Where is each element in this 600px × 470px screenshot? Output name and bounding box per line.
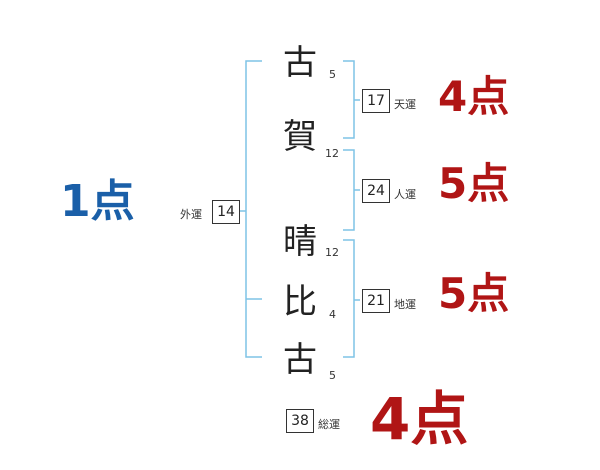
- chiun-value-box: 21: [362, 289, 390, 313]
- souun-label: 総運: [318, 418, 340, 431]
- stroke-count-3: 12: [325, 246, 339, 259]
- tenun-score: 4点: [438, 72, 510, 121]
- tenun-value-box: 17: [362, 89, 390, 113]
- name-char-3: 晴: [283, 222, 317, 262]
- tenun-label: 天運: [394, 98, 416, 111]
- chiun-score: 5点: [438, 269, 510, 318]
- stroke-count-4: 4: [329, 308, 336, 321]
- name-char-1: 古: [283, 43, 317, 83]
- souun-score: 4点: [370, 385, 469, 453]
- name-char-4: 比: [283, 282, 317, 322]
- souun-value-box: 38: [286, 409, 314, 433]
- name-char-2: 賀: [283, 117, 317, 157]
- gaiun-score: 1点: [60, 176, 135, 227]
- gaiun-value-box: 14: [212, 200, 240, 224]
- stroke-count-5: 5: [329, 369, 336, 382]
- chiun-label: 地運: [394, 298, 416, 311]
- stroke-count-1: 5: [329, 68, 336, 81]
- gaiun-label: 外運: [180, 208, 202, 221]
- jinun-score: 5点: [438, 159, 510, 208]
- jinun-value-box: 24: [362, 179, 390, 203]
- stroke-count-2: 12: [325, 147, 339, 160]
- name-char-5: 古: [283, 340, 317, 380]
- jinun-label: 人運: [394, 188, 416, 201]
